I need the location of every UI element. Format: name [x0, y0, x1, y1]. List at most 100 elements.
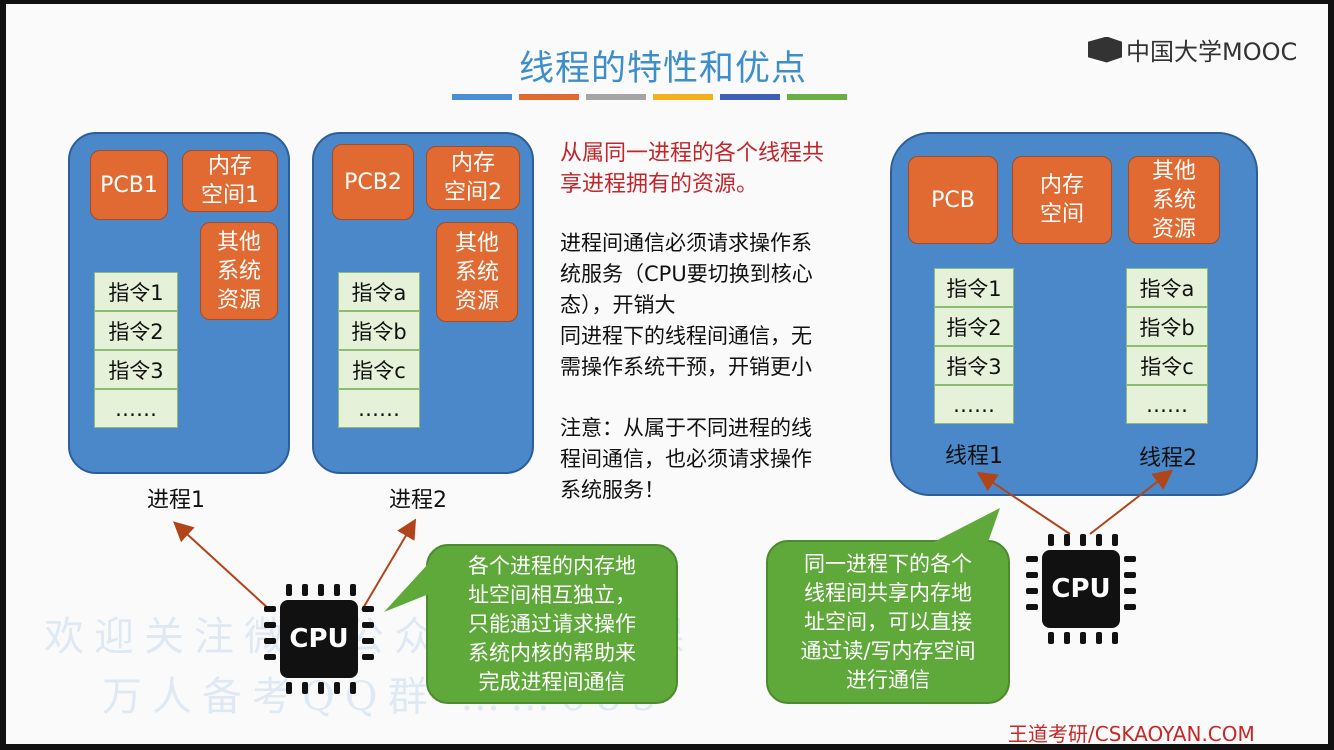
text-line: 系统内核的帮助来: [468, 640, 636, 665]
callout-thread-sharing: 同一进程下的各个 线程间共享内存地 址空间，可以直接 通过读/写内存空间 进行通…: [766, 540, 1010, 704]
instruction-cell: ……: [94, 389, 178, 428]
process1-memory-line: 空间1: [201, 183, 259, 208]
callout-left-tail: [384, 564, 434, 612]
instruction-cell: 指令c: [338, 350, 420, 389]
text-line: 注意：从属于不同进程的线: [560, 416, 812, 440]
cpu-chip-icon: CPU: [280, 600, 358, 678]
cpu-right: CPU: [1026, 534, 1136, 644]
slide: 线程的特性和优点 中国大学MOOC PCB1 内存 空间1 其他 系统 资源 指…: [6, 4, 1328, 744]
callout-text: 各个进程的内存地 址空间相互独立， 只能通过请求操作 系统内核的帮助来 完成进程…: [468, 552, 636, 697]
instruction-cell: 指令b: [1126, 307, 1208, 346]
instruction-cell: 指令3: [94, 350, 178, 389]
process2-memory: 内存 空间2: [426, 146, 520, 210]
mooc-logo-icon: [1088, 36, 1122, 63]
process1-memory: 内存 空间1: [182, 150, 278, 212]
text-line: 享进程拥有的资源。: [560, 172, 759, 197]
instruction-cell: ……: [338, 389, 420, 428]
instruction-cell: ……: [1126, 385, 1208, 424]
cpu-to-thread1-arrow: [976, 471, 1071, 535]
process2-memory-line: 内存: [450, 151, 495, 176]
attention-note: 注意：从属于不同进程的线 程间通信，也必须请求操作 系统服务！: [560, 413, 880, 506]
slide-title: 线程的特性和优点: [518, 49, 807, 89]
thread1-label: 线程1: [945, 444, 1003, 469]
process3-other-line: 系统: [1151, 187, 1196, 213]
process2-memory-line: 空间2: [444, 180, 502, 205]
process1-other-line: 系统: [216, 258, 261, 284]
process3-other-line: 其他: [1151, 158, 1196, 184]
process3-memory: 内存 空间: [1012, 156, 1112, 244]
text-line: 完成进程间通信: [478, 669, 626, 694]
callout-right-tail: [922, 508, 1000, 548]
process1-other-resources: 其他 系统 资源: [200, 222, 278, 320]
thread2-instructions: 指令a 指令b 指令c ……: [1126, 268, 1208, 424]
text-line: 同一进程下的各个: [803, 551, 972, 576]
instruction-cell: ……: [934, 385, 1014, 424]
text-line: 址空间相互独立，: [468, 582, 636, 607]
color-bar: [519, 94, 579, 100]
instruction-cell: 指令a: [338, 272, 420, 311]
process1-instructions: 指令1 指令2 指令3 ……: [94, 272, 178, 428]
cpu-pins: [1026, 534, 1136, 644]
text-line: 进程间通信必须请求操作系: [560, 231, 812, 255]
process2-other-resources: 其他 系统 资源: [436, 222, 518, 322]
instruction-cell: 指令3: [934, 346, 1014, 385]
process2-other-line: 其他: [454, 230, 499, 256]
cpu-left: CPU: [264, 584, 374, 694]
cpu-to-process1-arrow: [173, 521, 271, 611]
instruction-cell: 指令a: [1126, 268, 1208, 307]
text-line: 通过读/写内存空间: [800, 638, 976, 663]
text-line: 统服务（CPU要切换到核心: [560, 262, 813, 286]
footer-brand: 王道考研/CSKAOYAN.COM: [1008, 722, 1255, 744]
cpu-to-process2-arrow: [361, 518, 417, 611]
text-line: 线程间共享内存地: [803, 580, 972, 605]
process3-pcb: PCB: [908, 156, 998, 244]
color-bar: [720, 94, 780, 100]
process2-label: 进程2: [389, 488, 447, 513]
color-bar: [586, 94, 646, 100]
process1-other-line: 资源: [216, 287, 261, 313]
process3-other-resources: 其他 系统 资源: [1128, 156, 1220, 244]
text-line: 进行通信: [845, 667, 930, 692]
process2-other-line: 资源: [454, 288, 499, 314]
ipc-cost-note: 进程间通信必须请求操作系 统服务（CPU要切换到核心 态），开销大 同进程下的线…: [560, 228, 880, 383]
shared-resources-note: 从属同一进程的各个线程共 享进程拥有的资源。: [560, 138, 880, 200]
text-line: 从属同一进程的各个线程共: [560, 141, 825, 166]
thread1-instructions: 指令1 指令2 指令3 ……: [934, 268, 1014, 424]
color-bar: [787, 94, 847, 100]
process2-instructions: 指令a 指令b 指令c ……: [338, 272, 420, 428]
instruction-cell: 指令2: [94, 311, 178, 350]
process2-pcb: PCB2: [332, 144, 414, 220]
process3-memory-line: 空间: [1039, 202, 1084, 227]
arrows-layer: [173, 469, 1174, 611]
thread2-label: 线程2: [1139, 446, 1197, 471]
mooc-logo-text: 中国大学MOOC: [1126, 38, 1298, 66]
process3-other-line: 资源: [1151, 216, 1196, 242]
process1-pcb: PCB1: [90, 150, 168, 220]
callout-process-isolation: 各个进程的内存地 址空间相互独立， 只能通过请求操作 系统内核的帮助来 完成进程…: [426, 544, 678, 704]
cpu-chip-icon: CPU: [1042, 550, 1120, 628]
mooc-logo: 中国大学MOOC: [1088, 32, 1297, 67]
text-line: 同进程下的线程间通信，无: [560, 324, 812, 348]
process1-label: 进程1: [147, 488, 205, 513]
cpu-to-thread2-arrow: [1089, 469, 1174, 535]
instruction-cell: 指令1: [94, 272, 178, 311]
instruction-cell: 指令c: [1126, 346, 1208, 385]
process1-other-line: 其他: [216, 229, 261, 255]
title-color-bars: [452, 94, 848, 100]
text-line: 系统服务！: [560, 478, 665, 502]
color-bar: [452, 94, 512, 100]
callout-text: 同一进程下的各个 线程间共享内存地 址空间，可以直接 通过读/写内存空间 进行通…: [800, 550, 975, 695]
text-line: 各个进程的内存地: [468, 553, 636, 578]
instruction-cell: 指令b: [338, 311, 420, 350]
text-line: 程间通信，也必须请求操作: [560, 447, 812, 471]
process3-memory-line: 内存: [1039, 173, 1084, 198]
text-line: 态），开销大: [560, 293, 676, 317]
text-line: 只能通过请求操作: [468, 611, 636, 636]
process2-other-line: 系统: [454, 259, 499, 285]
instruction-cell: 指令2: [934, 307, 1014, 346]
process1-memory-line: 内存: [207, 154, 252, 179]
text-line: 需操作系统干预，开销更小: [560, 355, 812, 379]
color-bar: [653, 94, 713, 100]
instruction-cell: 指令1: [934, 268, 1014, 307]
center-text: 从属同一进程的各个线程共 享进程拥有的资源。 进程间通信必须请求操作系 统服务（…: [560, 138, 880, 506]
